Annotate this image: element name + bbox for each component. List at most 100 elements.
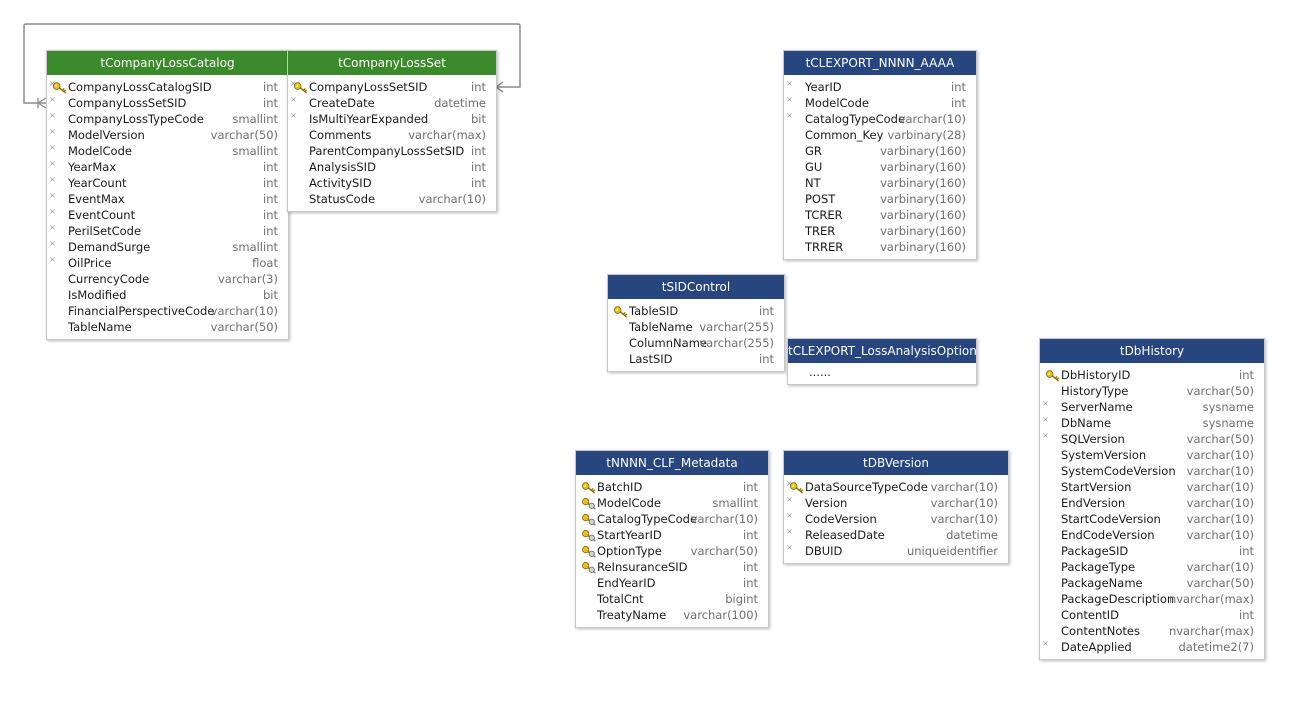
column-type: varchar(10) (690, 512, 758, 526)
column-type: int (471, 144, 486, 158)
table-header[interactable]: tSIDControl (608, 275, 784, 299)
table-header[interactable]: tCLEXPORT_LossAnalysisOption (788, 339, 976, 363)
column-marker: × (290, 79, 308, 95)
table-tCompanyLossCatalog[interactable]: tCompanyLossCatalog ×CompanyLossCatalogS… (46, 50, 289, 340)
column-type: varchar(10) (1186, 464, 1254, 478)
table-header[interactable]: tCLEXPORT_NNNN_AAAA (784, 51, 976, 75)
relationship-line-catalog-to-set[interactable] (23, 23, 521, 104)
column-name: ReleasedDate (805, 528, 885, 542)
table-header[interactable]: tCompanyLossSet (288, 51, 496, 75)
nullable-marker-icon: × (786, 527, 793, 536)
column-name: ServerName (1061, 400, 1133, 414)
column-name: PackageSID (1061, 544, 1129, 558)
table-header[interactable]: tDbHistory (1040, 339, 1264, 363)
table-header[interactable]: tCompanyLossCatalog (47, 51, 288, 75)
table-header[interactable]: tNNNN_CLF_Metadata (576, 451, 768, 475)
collapsed-columns-ellipsis[interactable]: ...... (809, 365, 831, 379)
table-tCLEXPORT_LossAnalysisOption[interactable]: tCLEXPORT_LossAnalysisOption ...... (787, 338, 977, 385)
column-marker (786, 191, 804, 207)
column-name: TRER (805, 224, 836, 238)
table-header[interactable]: tDBVersion (784, 451, 1008, 475)
